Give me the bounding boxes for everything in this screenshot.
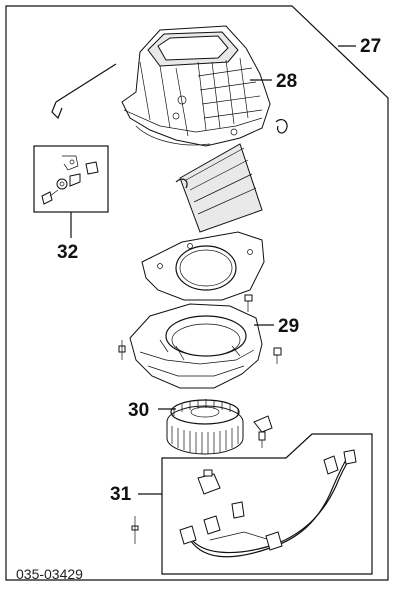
screw bbox=[131, 516, 139, 544]
fastener-kit-part-32 bbox=[33, 145, 109, 213]
callout-28: 28 bbox=[276, 71, 297, 92]
callout-30: 30 bbox=[128, 400, 149, 421]
callout-29: 29 bbox=[278, 316, 299, 337]
assembly-frame bbox=[5, 5, 389, 581]
wire-harness-part-31 bbox=[179, 449, 357, 558]
lower-case-part-29 bbox=[129, 303, 263, 389]
callout-31: 31 bbox=[110, 484, 132, 505]
drawing-code: 035-03429 bbox=[16, 566, 83, 582]
air-filter bbox=[175, 143, 263, 233]
screw bbox=[118, 340, 126, 360]
gasket-plate bbox=[141, 231, 265, 301]
blower-fan-part-30 bbox=[166, 399, 244, 455]
upper-case-part-28 bbox=[121, 25, 271, 147]
small-clip bbox=[275, 118, 288, 134]
callout-32: 32 bbox=[57, 242, 78, 263]
screw bbox=[244, 294, 253, 312]
screw bbox=[273, 347, 282, 364]
callout-27: 27 bbox=[360, 36, 381, 57]
harness-frame bbox=[161, 433, 373, 575]
bracket bbox=[253, 415, 273, 448]
link-rod bbox=[51, 63, 117, 120]
